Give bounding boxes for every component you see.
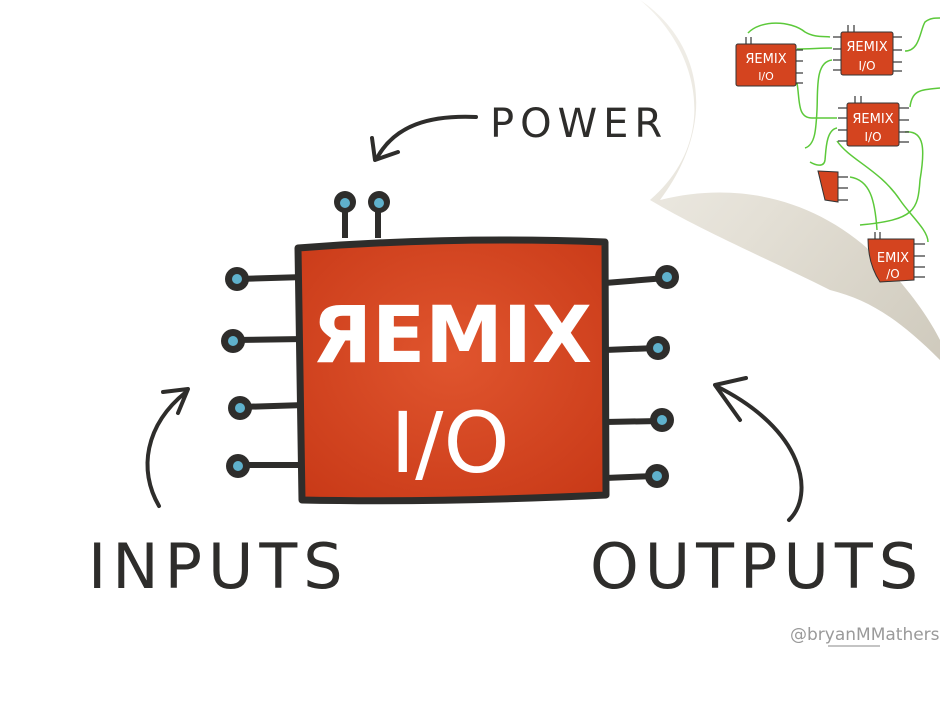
outputs-arrow-icon: [714, 384, 804, 522]
signature-text: @bryanMMathers: [790, 625, 940, 645]
power-annotation: POWER: [370, 101, 668, 162]
svg-text:I/O: I/O: [758, 70, 774, 83]
output-pin-dots: [645, 265, 679, 488]
svg-text:ЯEMIX: ЯEMIX: [745, 52, 786, 67]
inputs-label: INPUTS: [88, 530, 349, 603]
remix-io-chip: ЯEMIX I/O: [221, 191, 679, 505]
chip-title: ЯEMIX: [312, 291, 592, 381]
outputs-label: OUTPUTS: [590, 530, 924, 603]
signature: @bryanMMathers: [790, 625, 940, 647]
wires: [747, 17, 940, 243]
inputs-arrow-icon: [145, 390, 188, 508]
input-pins: [233, 274, 306, 468]
power-arrow-icon: [375, 114, 478, 160]
svg-text:I/O: I/O: [864, 130, 881, 144]
input-pin-dots: [221, 267, 252, 478]
svg-text:ЯEMIX: ЯEMIX: [852, 112, 893, 127]
svg-text:I/O: I/O: [858, 59, 875, 73]
mini-chip: ЯEMIX I/O: [838, 96, 909, 147]
page-curl: ЯEMIX I/O ЯEMIX I/O ЯEMIX I/O EMIX /O: [620, 0, 940, 360]
output-pins: [604, 275, 667, 481]
svg-text:/O: /O: [886, 267, 900, 281]
mini-chip: EMIX /O: [867, 232, 925, 283]
mini-chip: [817, 170, 848, 203]
mini-chip: ЯEMIX I/O: [735, 37, 803, 87]
outputs-annotation: OUTPUTS: [590, 376, 924, 603]
power-label: POWER: [490, 101, 668, 147]
inputs-annotation: INPUTS: [88, 387, 349, 603]
chip-body: [294, 236, 610, 505]
curl-flap: [640, 0, 940, 360]
svg-text:ЯEMIX: ЯEMIX: [846, 40, 887, 55]
mini-chip: ЯEMIX I/O: [833, 25, 902, 76]
svg-text:EMIX: EMIX: [877, 251, 909, 266]
power-pins: [334, 191, 390, 238]
chip-subtitle: I/O: [390, 394, 509, 492]
